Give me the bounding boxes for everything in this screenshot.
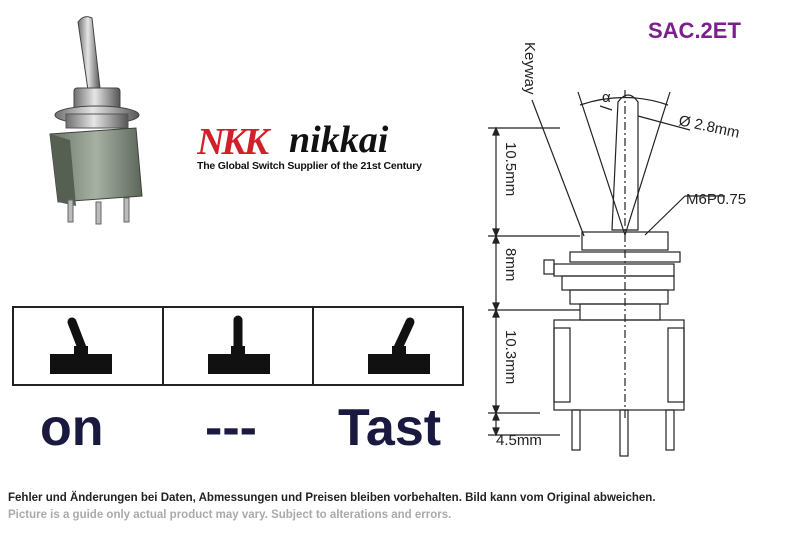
nkk-logo-mark: NKK nikkai <box>196 119 389 163</box>
nikkai-wordmark: nikkai <box>289 120 389 160</box>
toggle-up-right-icon <box>368 317 430 374</box>
position-label-center: --- <box>205 399 257 457</box>
position-label-tast: Tast <box>338 399 442 457</box>
position-center-cell <box>164 308 314 384</box>
body-outline <box>553 319 685 411</box>
pin-length-label: 4.5mm <box>496 432 542 449</box>
nkk-mark: NKK <box>197 121 272 160</box>
dimension-drawing: Keyway α Ø 2.8mm M6P0.75 10.5mm 8mm 10.3… <box>488 42 746 457</box>
body-height-label: 10.3mm <box>502 330 519 384</box>
keyway-label: Keyway <box>521 42 538 95</box>
brand-logo: NKK nikkai <box>196 119 432 175</box>
model-number: SAC.2ET <box>648 18 741 43</box>
position-on-cell <box>14 308 164 384</box>
brand-tagline: The Global Switch Supplier of the 21st C… <box>197 160 422 172</box>
thread-label: M6P0.75 <box>686 191 746 208</box>
positions-table <box>12 306 464 386</box>
lever-height-label: 10.5mm <box>502 142 519 196</box>
lever-outline <box>611 94 639 231</box>
disclaimer-german: Fehler und Änderungen bei Daten, Abmessu… <box>8 492 656 504</box>
alpha-label: α <box>602 89 611 106</box>
diameter-label: Ø 2.8mm <box>677 112 741 141</box>
position-tast-cell <box>314 308 462 384</box>
toggle-center-icon <box>208 315 270 374</box>
toggle-up-left-icon <box>50 317 112 374</box>
disclaimer-english: Picture is a guide only actual product m… <box>8 509 452 521</box>
position-label-on: on <box>40 399 104 457</box>
product-photo <box>49 16 143 225</box>
bushing-height-label: 8mm <box>502 248 519 281</box>
